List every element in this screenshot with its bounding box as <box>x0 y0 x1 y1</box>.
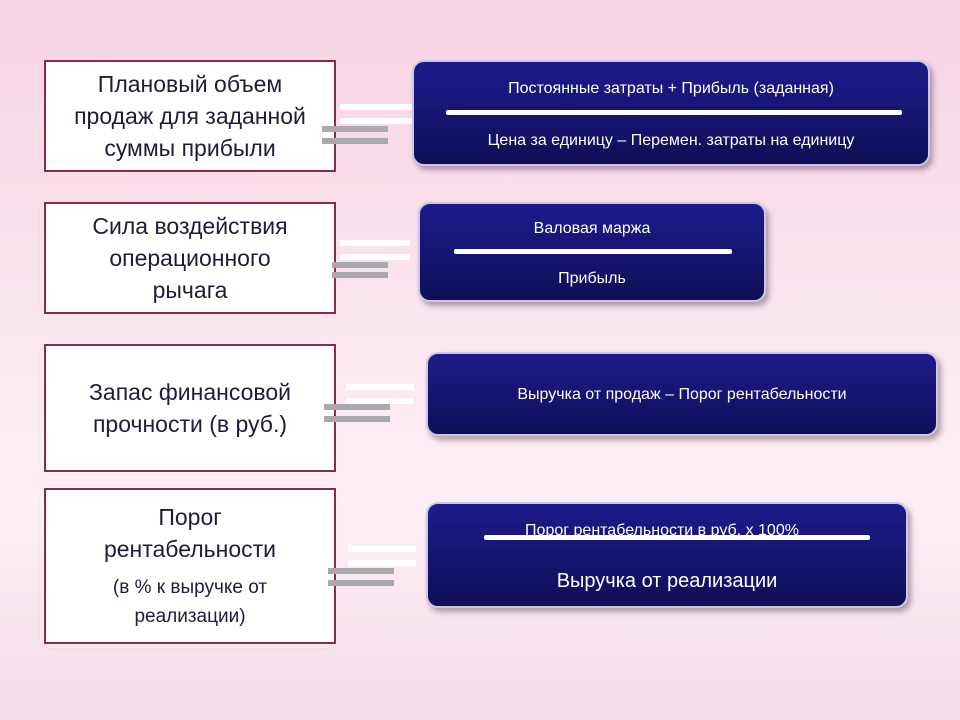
row-4-numerator: Порог рентабельности в руб. х 100% <box>525 522 799 539</box>
row-1-numerator: Постоянные затраты + Прибыль (заданная) <box>508 80 834 97</box>
row-2-fraction-line <box>454 249 732 254</box>
row-2-formula-box: Валовая маржа Прибыль <box>418 202 766 302</box>
row-4-equals-sign <box>328 546 418 586</box>
row-2-equals-sign <box>322 240 412 280</box>
row-1-formula-box: Постоянные затраты + Прибыль (заданная) … <box>412 60 930 166</box>
row-4-term-box: Порог рентабельности (в % к выручке от р… <box>44 488 336 644</box>
row-2-term-label: Сила воздействия операционного рычага <box>92 213 288 303</box>
row-2-denominator: Прибыль <box>558 270 626 287</box>
row-4-term-sublabel: (в % к выручке от реализации) <box>112 577 268 627</box>
row-4-fraction-line <box>484 535 870 540</box>
row-4-denominator: Выручка от реализации <box>556 570 778 592</box>
row-3-term-box: Запас финансовой прочности (в руб.) <box>44 344 336 472</box>
row-1-denominator: Цена за единицу – Перемен. затраты на ед… <box>487 132 855 149</box>
row-1-equals-sign <box>322 104 412 144</box>
row-2-numerator: Валовая маржа <box>533 220 651 237</box>
row-3-formula-box: Выручка от продаж – Порог рентабельности <box>426 352 938 436</box>
row-1-fraction-line <box>446 110 902 115</box>
row-1-term-label: Плановый объем продаж для заданной суммы… <box>74 71 306 161</box>
row-3-equals-sign <box>324 384 414 424</box>
row-3-formula: Выручка от продаж – Порог рентабельности <box>517 386 847 403</box>
row-3-term-label: Запас финансовой прочности (в руб.) <box>89 379 291 437</box>
row-2-term-box: Сила воздействия операционного рычага <box>44 202 336 314</box>
row-4-term-label: Порог рентабельности <box>103 504 277 562</box>
row-1-term-box: Плановый объем продаж для заданной суммы… <box>44 60 336 172</box>
row-4-formula-box: Порог рентабельности в руб. х 100% Выруч… <box>426 502 908 608</box>
